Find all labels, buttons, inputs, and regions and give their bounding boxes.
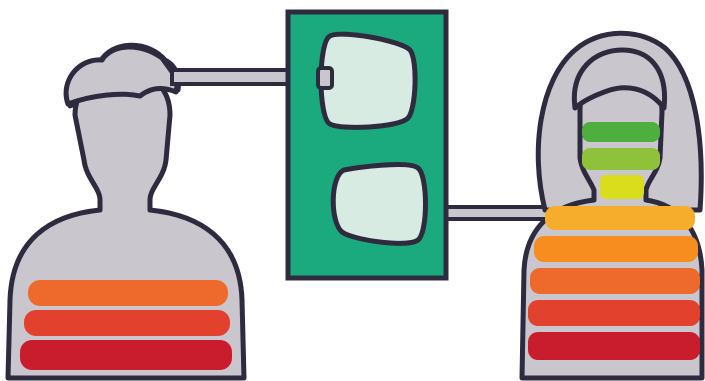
right-person-figure [522, 33, 702, 378]
left-person-figure [8, 45, 244, 378]
right-level-2 [582, 148, 660, 170]
right-level-3 [600, 175, 644, 199]
top-connector-icon [321, 34, 415, 127]
right-level-7 [528, 300, 700, 326]
right-level-4 [545, 206, 695, 230]
connection-panel [288, 12, 446, 278]
bottom-connector-icon [333, 165, 425, 244]
right-level-6 [530, 268, 700, 294]
left-level-bottom [20, 340, 232, 370]
right-level-8 [528, 332, 700, 360]
right-level-1 [582, 122, 660, 142]
left-level-top [28, 280, 228, 306]
left-level-middle [24, 310, 230, 336]
right-level-5 [534, 236, 698, 262]
